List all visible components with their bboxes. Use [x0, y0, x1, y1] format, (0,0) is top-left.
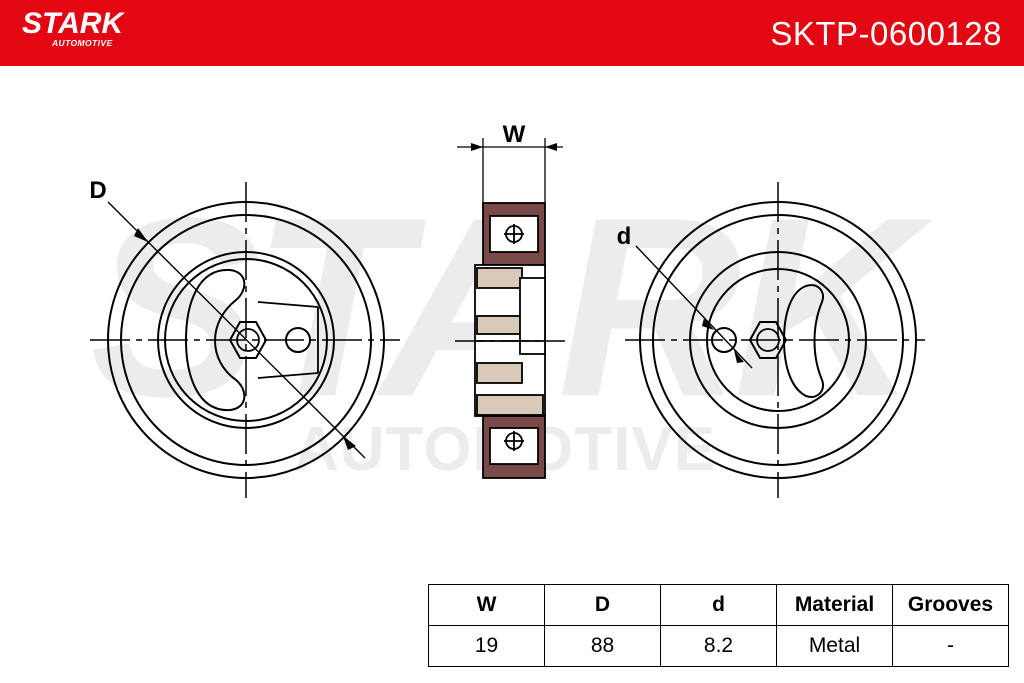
brand-header: STARK AUTOMOTIVE SKTP-0600128 — [0, 0, 1024, 66]
rear-view — [625, 182, 925, 498]
spec-header-diameter: D — [544, 584, 661, 626]
brand-tagline: AUTOMOTIVE — [52, 38, 113, 48]
side-view — [455, 138, 565, 479]
spec-value-width: 19 — [428, 625, 545, 667]
spec-value-diameter: 88 — [544, 625, 661, 667]
spec-header-width: W — [428, 584, 545, 626]
front-view — [90, 182, 400, 498]
spec-header-material: Material — [776, 584, 893, 626]
spec-value-row: 19 88 8.2 Metal - — [428, 625, 1009, 667]
width-label: W — [503, 121, 526, 148]
spec-header-grooves: Grooves — [892, 584, 1009, 626]
brand-logo: STARK AUTOMOTIVE — [22, 7, 124, 49]
spec-value-bore: 8.2 — [660, 625, 777, 667]
brand-name: STARK — [22, 7, 124, 40]
spec-header-bore: d — [660, 584, 777, 626]
bore-label: d — [617, 223, 632, 250]
spec-value-grooves: - — [892, 625, 1009, 667]
spec-table: W D d Material Grooves 19 88 8.2 Metal - — [428, 584, 1009, 667]
spec-value-material: Metal — [776, 625, 893, 667]
diameter-label: D — [89, 177, 106, 204]
technical-drawing: STARK AUTOMOTIVE D — [89, 121, 942, 498]
part-number: SKTP-0600128 — [770, 15, 1002, 52]
spec-header-row: W D d Material Grooves — [428, 584, 1009, 626]
